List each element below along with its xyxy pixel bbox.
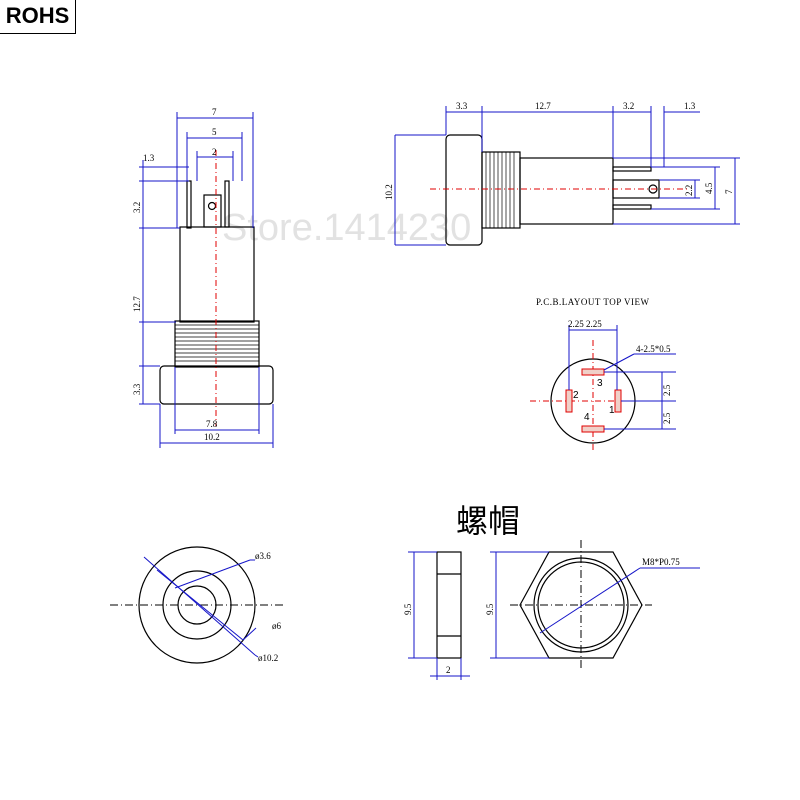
dim-side-1-3: 1.3 bbox=[684, 101, 696, 111]
nut-title: 螺帽 bbox=[456, 502, 520, 540]
dim-nut-hex-9-5: 9.5 bbox=[485, 603, 495, 615]
pin-label-1: 1 bbox=[609, 405, 615, 416]
dim-side-2-2: 2.2 bbox=[684, 185, 694, 196]
dim-side-3-3: 3.3 bbox=[456, 101, 468, 111]
dim-nut-side-2: 2 bbox=[446, 665, 451, 675]
dim-nut-10-2: ø10.2 bbox=[258, 653, 278, 663]
pcb-right-dim-1: 2.5 bbox=[662, 384, 672, 396]
dim-front-width-2: 2 bbox=[212, 147, 217, 157]
dim-front-3-3: 3.3 bbox=[132, 383, 142, 395]
nut-side-view: 9.5 2 bbox=[403, 551, 470, 680]
side-view: 3.3 12.7 3.2 1.3 10.2 2.2 4.5 7 bbox=[384, 101, 740, 246]
dim-front-12-7: 12.7 bbox=[132, 296, 142, 312]
front-view: 7 5 2 1.3 3.2 12.7 3.3 7.8 10.2 bbox=[132, 107, 274, 448]
dim-side-10-2: 10.2 bbox=[384, 184, 394, 200]
pcb-title: P.C.B.LAYOUT TOP VIEW bbox=[536, 297, 649, 307]
dim-front-10-2: 10.2 bbox=[204, 432, 220, 442]
dim-front-width-7: 7 bbox=[212, 107, 217, 117]
dim-front-7-8: 7.8 bbox=[206, 419, 218, 429]
dim-nut-side-9-5: 9.5 bbox=[403, 603, 413, 615]
dim-nut-3-6: ø3.6 bbox=[255, 551, 271, 561]
pcb-right-dim-2: 2.5 bbox=[662, 412, 672, 424]
pcb-top-dims: 2.25 2.25 bbox=[568, 319, 602, 329]
dim-front-3-2: 3.2 bbox=[132, 202, 142, 213]
dim-front-width-5: 5 bbox=[212, 127, 217, 137]
pin-label-3: 3 bbox=[597, 378, 603, 389]
pcb-hole-note: 4-2.5*0.5 bbox=[636, 344, 671, 354]
rohs-badge: ROHS bbox=[0, 0, 76, 34]
pin-label-2: 2 bbox=[573, 390, 579, 401]
pcb-layout: P.C.B.LAYOUT TOP VIEW 1 2 3 4 bbox=[530, 297, 676, 450]
watermark-text: Store.1414230 bbox=[222, 207, 471, 249]
dim-side-12-7: 12.7 bbox=[535, 101, 551, 111]
dim-nut-6: ø6 bbox=[272, 621, 282, 631]
dim-side-7: 7 bbox=[724, 189, 734, 194]
dim-side-3-2: 3.2 bbox=[623, 101, 634, 111]
dim-side-4-5: 4.5 bbox=[704, 182, 714, 194]
nut-hex-view: 9.5 M8*P0.75 bbox=[485, 540, 700, 670]
pin-label-4: 4 bbox=[584, 412, 590, 423]
nut-front-view: ø3.6 ø6 ø10.2 bbox=[110, 546, 283, 664]
dim-front-1-3: 1.3 bbox=[143, 153, 155, 163]
dim-nut-thread: M8*P0.75 bbox=[642, 557, 680, 567]
